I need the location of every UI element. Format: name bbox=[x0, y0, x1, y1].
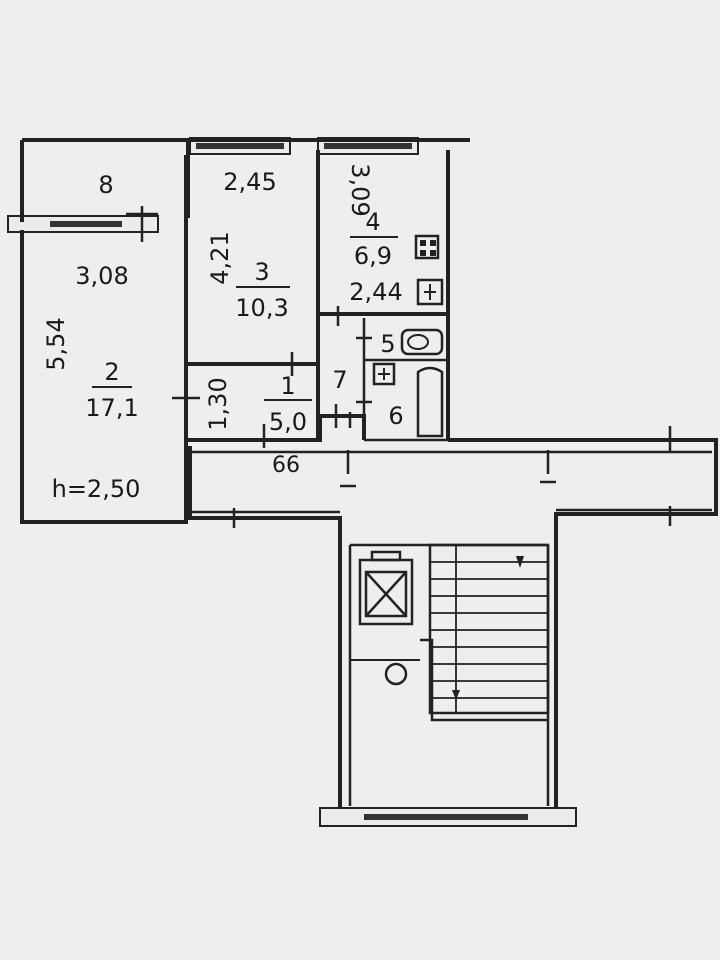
dim-bedroom-length: 4,21 bbox=[206, 231, 234, 284]
bathroom-fixtures bbox=[372, 328, 444, 438]
stove-icon bbox=[414, 234, 440, 260]
door-markers bbox=[126, 206, 672, 528]
room-hallway-area: 5,0 bbox=[269, 408, 307, 436]
kitchen-fixtures bbox=[414, 234, 444, 306]
walls bbox=[20, 138, 718, 808]
stairs bbox=[420, 543, 550, 722]
room-loggia-number: 8 bbox=[98, 171, 113, 199]
wall-corridor bbox=[186, 438, 718, 808]
room-toilet-number: 5 bbox=[380, 330, 395, 358]
garbage-chute-icon bbox=[384, 662, 408, 686]
corridor-lines bbox=[192, 450, 712, 514]
room-bedroom-area: 10,3 bbox=[235, 294, 288, 322]
sink-icon bbox=[416, 278, 444, 306]
room-living-area: 17,1 bbox=[85, 394, 138, 422]
dim-bedroom-width: 2,45 bbox=[223, 168, 276, 196]
dim-kitchen-width: 2,44 bbox=[349, 278, 402, 306]
room-hallway-number: 1 bbox=[280, 372, 295, 400]
stairs-up-arrow-icon bbox=[516, 556, 524, 568]
room-bedroom-number: 3 bbox=[254, 258, 269, 286]
windows bbox=[7, 137, 577, 827]
washbasin-icon bbox=[372, 362, 396, 386]
dim-living-width: 3,08 bbox=[75, 262, 128, 290]
room-living-number: 2 bbox=[104, 358, 119, 386]
toilet-icon bbox=[400, 328, 444, 356]
dimension-labels: 2,45 4,21 3,09 2,44 3,08 5,54 1,30 66 h=… bbox=[42, 163, 403, 503]
wall-living-outer bbox=[20, 230, 188, 524]
dim-hall-width: 1,30 bbox=[204, 377, 232, 430]
room-bathroom-number: 6 bbox=[388, 402, 403, 430]
door-code: 66 bbox=[272, 453, 300, 478]
stairwell-walls bbox=[348, 543, 550, 806]
dim-living-length: 5,54 bbox=[42, 317, 70, 370]
room-kitchen-area: 6,9 bbox=[354, 242, 392, 270]
room-labels: 8 2 17,1 3 10,3 4 6,9 1 5,0 7 5 6 bbox=[85, 171, 403, 436]
wall-hall bbox=[186, 414, 366, 442]
stairs-down-arrow-icon bbox=[452, 690, 460, 700]
elevator-icon bbox=[358, 550, 414, 626]
wall-bathroom bbox=[362, 318, 448, 442]
dim-kitchen-length: 3,09 bbox=[346, 163, 374, 216]
room-kitchen-number: 4 bbox=[365, 208, 380, 236]
bathtub-icon bbox=[416, 366, 444, 438]
room-closet-number: 7 bbox=[332, 366, 347, 394]
ceiling-height: h=2,50 bbox=[52, 475, 141, 503]
